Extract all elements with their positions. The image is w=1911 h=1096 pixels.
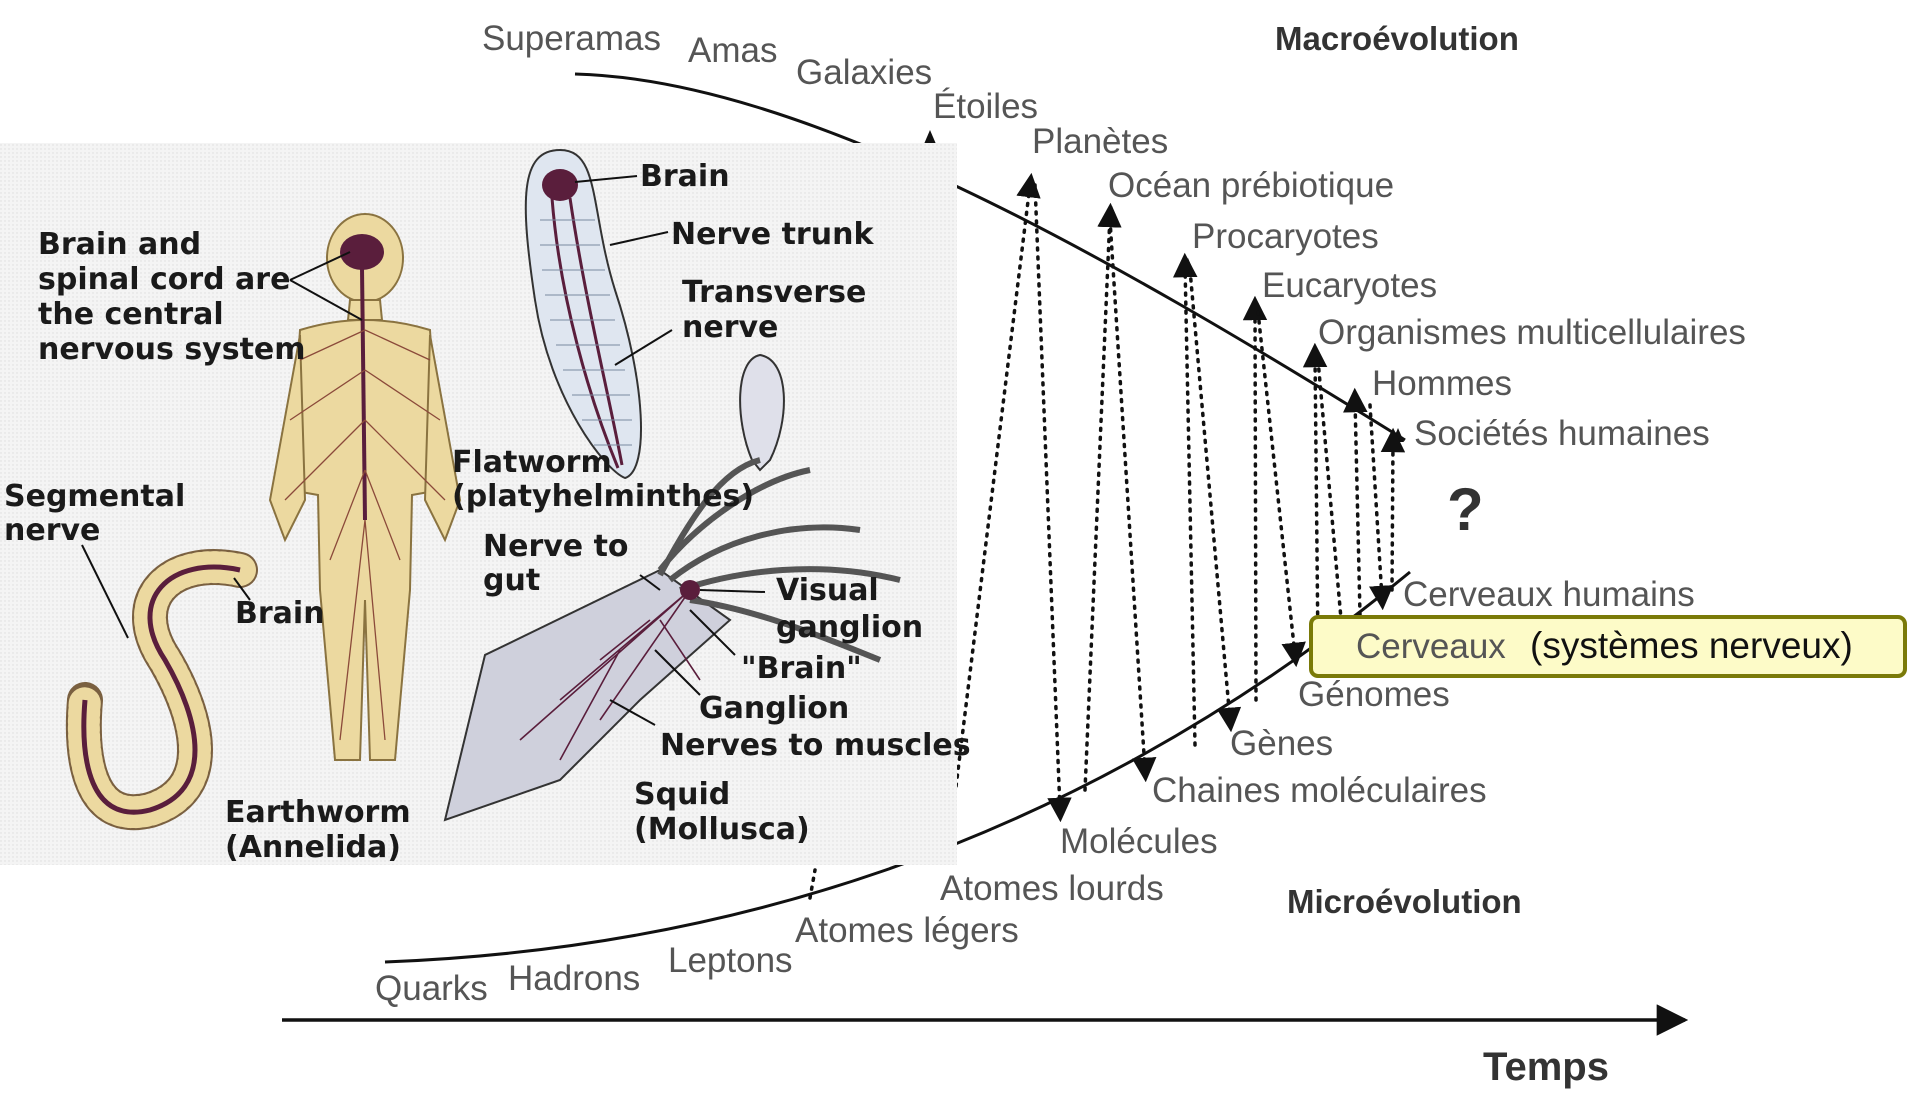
flatworm-name: Flatworm: [452, 445, 612, 480]
label-eucaryotes: Eucaryotes: [1262, 266, 1437, 305]
squid-phylum: (Mollusca): [634, 812, 810, 847]
label-planetes: Planètes: [1032, 122, 1168, 161]
squid-brain-label: "Brain": [741, 651, 862, 686]
label-procaryotes: Procaryotes: [1192, 217, 1379, 256]
label-atomes-legers: Atomes légers: [795, 911, 1019, 950]
label-atomes-lourds: Atomes lourds: [940, 869, 1164, 908]
label-hommes: Hommes: [1372, 364, 1512, 403]
human-caption-line-3: the central: [38, 297, 224, 332]
label-ocean-prebiotique: Océan prébiotique: [1108, 166, 1394, 205]
human-caption-line-4: nervous system: [38, 332, 306, 367]
human-brain: [340, 234, 384, 270]
label-amas: Amas: [688, 31, 777, 70]
earthworm-segmental-label: Segmental: [4, 479, 185, 514]
question-mark: ?: [1447, 476, 1484, 543]
squid-ganglion-label: ganglion: [776, 610, 923, 645]
cerveaux-highlight: Cerveaux (systèmes nerveux): [1311, 617, 1905, 676]
human-caption-line-2: spinal cord are: [38, 262, 290, 297]
squid-nerves-to-muscles-label: Nerves to muscles: [660, 728, 971, 763]
squid-ganglion2-label: Ganglion: [699, 691, 849, 726]
label-galaxies: Galaxies: [796, 53, 932, 92]
label-molecules: Molécules: [1060, 822, 1218, 861]
highlight-term: Cerveaux: [1356, 627, 1506, 666]
label-genes: Gènes: [1230, 724, 1333, 763]
label-etoiles: Étoiles: [933, 87, 1038, 126]
time-axis-label: Temps: [1483, 1045, 1609, 1089]
earthworm-name: Earthworm: [225, 795, 411, 830]
earthworm-nerve-label: nerve: [4, 513, 100, 548]
flatworm-nerve-label: nerve: [682, 310, 778, 345]
label-hadrons: Hadrons: [508, 959, 640, 998]
flatworm-brain-label: Brain: [640, 159, 730, 194]
flatworm-transverse-label: Transverse: [682, 275, 866, 310]
label-genomes: Génomes: [1298, 675, 1450, 714]
earthworm-phylum: (Annelida): [225, 830, 401, 865]
squid-gut-label: gut: [483, 563, 540, 598]
squid-name: Squid: [634, 777, 730, 812]
flatworm-nerve-trunk-label: Nerve trunk: [671, 217, 874, 252]
label-quarks: Quarks: [375, 969, 488, 1008]
highlight-gloss: (systèmes nerveux): [1530, 625, 1853, 666]
earthworm-brain-label: Brain: [235, 596, 325, 631]
human-caption-line-1: Brain and: [38, 227, 201, 262]
label-societes-humaines: Sociétés humaines: [1414, 414, 1710, 453]
squid-nerve-to-gut-label: Nerve to: [483, 529, 629, 564]
label-leptons: Leptons: [668, 941, 793, 980]
nervous-systems-panel: Brain and spinal cord are the central ne…: [0, 143, 971, 865]
label-superamas: Superamas: [482, 19, 661, 58]
microevolution-heading: Microévolution: [1287, 883, 1522, 920]
squid-visual-label: Visual: [776, 573, 879, 608]
label-cerveaux-humains: Cerveaux humains: [1403, 575, 1695, 614]
label-organismes-multicellulaires: Organismes multicellulaires: [1318, 313, 1746, 352]
macroevolution-heading: Macroévolution: [1275, 20, 1519, 57]
label-chaines-moleculaires: Chaines moléculaires: [1152, 771, 1487, 810]
flatworm-phylum: (platyhelminthes): [452, 479, 754, 514]
